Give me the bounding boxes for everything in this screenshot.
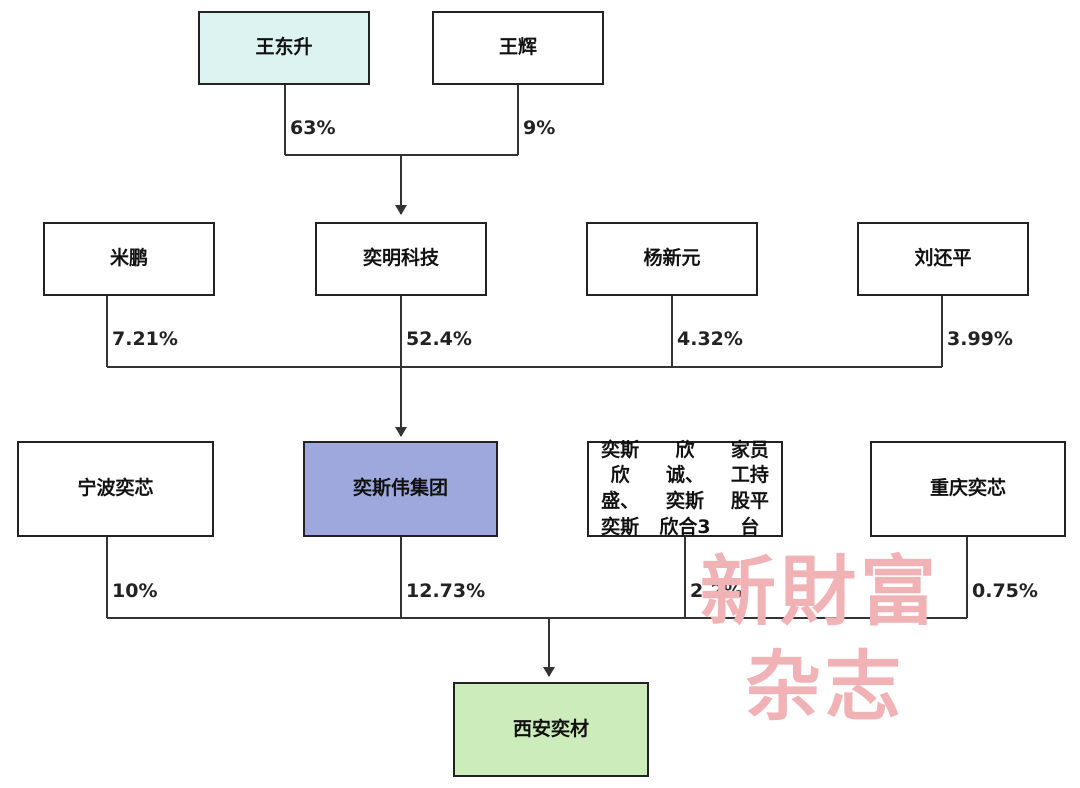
node-chongqing-yixin[interactable]: 重庆奕芯 [870, 441, 1066, 537]
node-label-line-2: 欣诚、奕斯欣合3 [659, 438, 711, 538]
node-label: 王东升 [255, 36, 313, 59]
pct-liu-huanping: 3.99% [947, 328, 1013, 350]
node-liu-huanping[interactable]: 刘还平 [857, 222, 1029, 296]
pct-chongqing-yixin: 0.75% [972, 580, 1038, 602]
node-label-line-3: 家员工持股平台 [730, 438, 769, 538]
pct-wang-dongsheng: 63% [290, 117, 336, 139]
node-wang-hui[interactable]: 王辉 [432, 11, 604, 85]
pct-ningbo-yixin: 10% [112, 580, 158, 602]
pct-wang-hui: 9% [523, 117, 556, 139]
pct-esop: 2.2% [690, 580, 743, 602]
node-label: 刘还平 [914, 247, 972, 270]
node-label: 杨新元 [643, 247, 701, 270]
node-label: 西安奕材 [512, 717, 589, 740]
node-mi-peng[interactable]: 米鹏 [43, 222, 215, 296]
node-label: 奕斯伟集团 [352, 477, 448, 500]
node-label: 宁波奕芯 [77, 477, 154, 500]
node-label: 米鹏 [109, 247, 148, 270]
node-esop-platforms[interactable]: 奕斯欣盛、奕斯 欣诚、奕斯欣合3 家员工持股平台 [587, 439, 783, 538]
node-yang-xinyuan[interactable]: 杨新元 [586, 222, 758, 296]
node-ningbo-yixin[interactable]: 宁波奕芯 [17, 441, 214, 537]
node-wang-dongsheng[interactable]: 王东升 [198, 11, 370, 85]
node-label: 重庆奕芯 [929, 477, 1006, 500]
pct-mi-peng: 7.21% [112, 328, 178, 350]
node-label: 王辉 [498, 36, 537, 59]
node-xian-yicai[interactable]: 西安奕材 [453, 682, 649, 777]
node-label-line-1: 奕斯欣盛、奕斯 [601, 438, 640, 538]
pct-yisi-group: 12.73% [406, 580, 486, 602]
node-label: 奕明科技 [362, 247, 439, 270]
node-yisi-group[interactable]: 奕斯伟集团 [303, 441, 498, 537]
pct-yiming-tech: 52.4% [406, 328, 472, 350]
node-yiming-tech[interactable]: 奕明科技 [315, 222, 487, 296]
pct-yang-xinyuan: 4.32% [677, 328, 743, 350]
